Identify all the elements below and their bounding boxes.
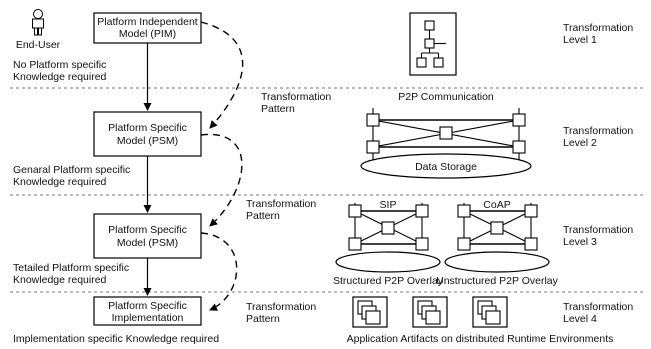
level-2-line1: Transformation — [563, 125, 633, 137]
level-1-line1: Transformation — [563, 22, 633, 34]
psm1-box — [93, 111, 202, 157]
data-storage-label: Data Storage — [415, 161, 477, 173]
sip-overlay-icon — [335, 203, 441, 273]
artifact-icon-1 — [352, 296, 388, 328]
level-3-line2: Level 3 — [563, 236, 597, 248]
end-user-label: End-User — [16, 39, 61, 51]
coap-label: CoAP — [483, 199, 510, 211]
impl-label-line1: Platform Specific — [108, 300, 187, 312]
level-4-line2: Level 4 — [563, 313, 597, 325]
pattern-2-line1: Transformation — [246, 198, 316, 210]
artifacts-label: Application Artifacts on distributed Run… — [347, 333, 614, 345]
knowledge-level3-line1: Tetailed Platform specific — [13, 262, 129, 274]
dashed-transform-1 — [200, 21, 244, 129]
knowledge-level2-line1: Genaral Platform specific — [13, 164, 130, 176]
knowledge-level2-line2: Knowledge required — [13, 176, 107, 188]
data-storage-ellipse — [360, 153, 532, 179]
knowledge-level4: Implementation specific Knowledge requir… — [13, 333, 219, 345]
dashed-transform-2 — [200, 133, 243, 227]
impl-box — [93, 296, 202, 326]
pattern-3-line1: Transformation — [246, 301, 316, 313]
artifact-icon-2 — [412, 296, 448, 328]
impl-label-line2: Implementation — [112, 312, 184, 324]
psm1-label-line1: Platform Specific — [108, 122, 187, 134]
level-3-line1: Transformation — [563, 224, 633, 236]
psm1-label-line2: Model (PSM) — [117, 135, 178, 147]
dashed-transform-3 — [200, 232, 238, 311]
end-user-icon — [32, 9, 44, 36]
model-document-icon — [409, 12, 457, 76]
unstructured-overlay-label: Unstructured P2P Overlay — [436, 275, 559, 287]
p2p-network-icon — [360, 108, 532, 179]
pim-label-line2: Model (PIM) — [119, 28, 176, 40]
structured-overlay-label: Structured P2P Overlay — [333, 275, 444, 287]
level-2-line2: Level 2 — [563, 137, 597, 149]
knowledge-level1-line2: Knowledge required — [13, 71, 107, 83]
pim-label-line1: Platform Independent — [97, 16, 197, 28]
coap-overlay-icon — [444, 203, 550, 273]
p2p-communication-label: P2P Communication — [398, 91, 494, 103]
knowledge-level3-line2: Knowledge required — [13, 274, 107, 286]
level-4-line1: Transformation — [563, 301, 633, 313]
psm2-label-line1: Platform Specific — [108, 224, 187, 236]
level-1-line2: Level 1 — [563, 34, 597, 46]
psm2-box — [93, 213, 202, 259]
pattern-1-line2: Pattern — [261, 103, 295, 115]
psm2-label-line2: Model (PSM) — [117, 237, 178, 249]
sip-label: SIP — [380, 199, 397, 211]
pattern-3-line2: Pattern — [246, 313, 280, 325]
pattern-1-line1: Transformation — [261, 91, 331, 103]
artifact-icon-3 — [472, 296, 508, 328]
knowledge-level1-line1: No Platform specific — [13, 59, 106, 71]
pattern-2-line2: Pattern — [246, 210, 280, 222]
